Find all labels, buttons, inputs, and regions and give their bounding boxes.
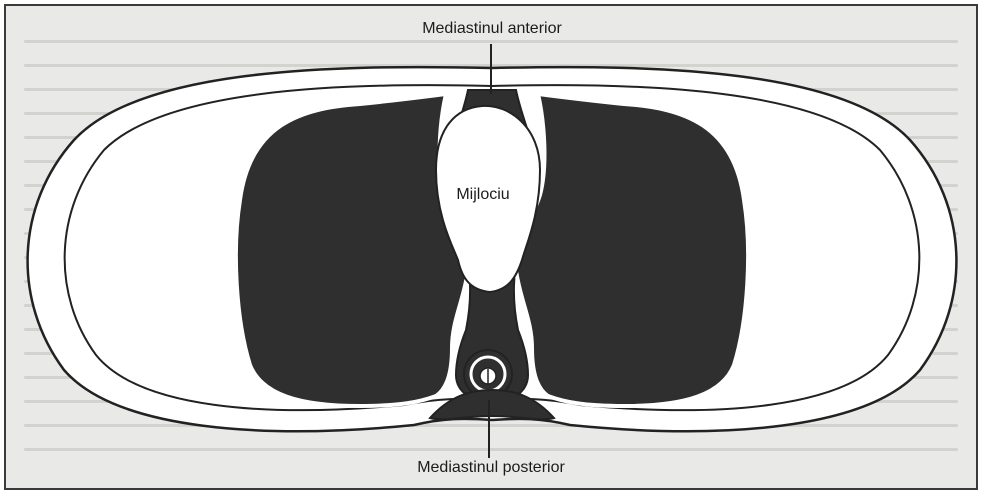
- left-lung: [236, 94, 468, 406]
- label-mediastinum-posterior: Mediastinul posterior: [413, 459, 569, 477]
- right-lung: [516, 94, 748, 406]
- label-mediastinum-anterior: Mediastinul anterior: [418, 20, 566, 38]
- label-middle-mediastinum: Mijlociu: [452, 186, 513, 204]
